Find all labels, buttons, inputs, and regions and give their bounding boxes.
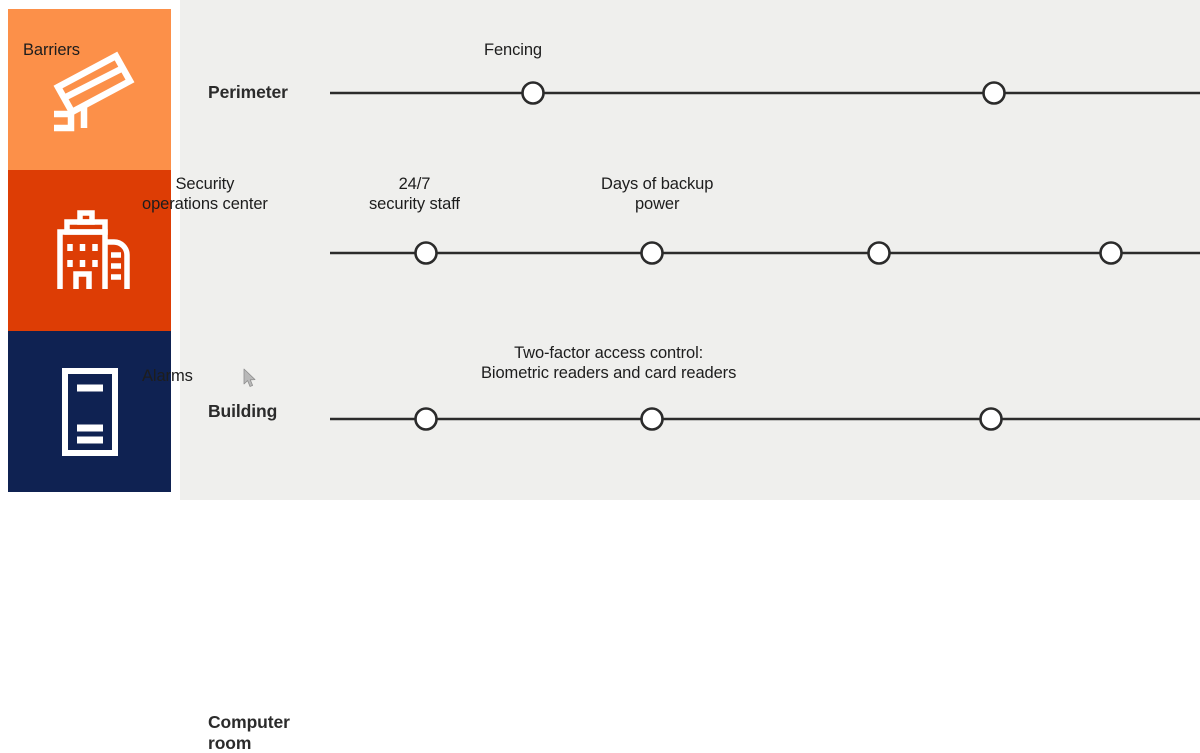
mouse-cursor xyxy=(243,368,256,387)
timeline-node[interactable] xyxy=(1099,241,1123,265)
icon-rail xyxy=(8,9,171,492)
row-label-computer-room: Computer room xyxy=(208,712,290,753)
rail-block-perimeter[interactable] xyxy=(8,9,171,170)
timeline-node-label: Days of backup power xyxy=(601,175,714,214)
content-background xyxy=(180,0,1200,500)
server-tower-icon xyxy=(61,367,118,456)
timeline-node[interactable] xyxy=(640,241,664,265)
security-camera-icon xyxy=(53,51,134,131)
timeline-row-building: Building xyxy=(180,160,1200,421)
timeline-node[interactable] xyxy=(979,407,1003,431)
timeline-node[interactable] xyxy=(414,407,438,431)
row-label-building: Building xyxy=(208,401,278,421)
timeline-node-label: Security operations center xyxy=(142,175,268,214)
diagram-canvas: Perimeter Building Computer room Barrier… xyxy=(8,0,1200,753)
timeline-node-label: Barriers xyxy=(23,41,80,59)
timeline-node[interactable] xyxy=(982,81,1006,105)
office-building-icon xyxy=(56,209,130,289)
timeline-node[interactable] xyxy=(414,241,438,265)
rail-block-building[interactable] xyxy=(8,170,171,331)
timeline-node[interactable] xyxy=(521,81,545,105)
timeline-node[interactable] xyxy=(640,407,664,431)
rail-block-computer-room[interactable] xyxy=(8,331,171,492)
timeline-node-label: 24/7 security staff xyxy=(369,175,460,214)
timeline-node[interactable] xyxy=(867,241,891,265)
timeline-node-label: Alarms xyxy=(142,367,193,385)
timeline-node-label: Two-factor access control: Biometric rea… xyxy=(481,344,737,383)
timeline-graphics xyxy=(330,81,1200,431)
timeline-row-perimeter: Perimeter xyxy=(180,0,1200,170)
timeline-node-label: Fencing xyxy=(484,41,543,59)
row-label-perimeter: Perimeter xyxy=(208,82,288,102)
node-label-layer: BarriersFencingSeismic bracingSecurity o… xyxy=(23,0,1200,500)
